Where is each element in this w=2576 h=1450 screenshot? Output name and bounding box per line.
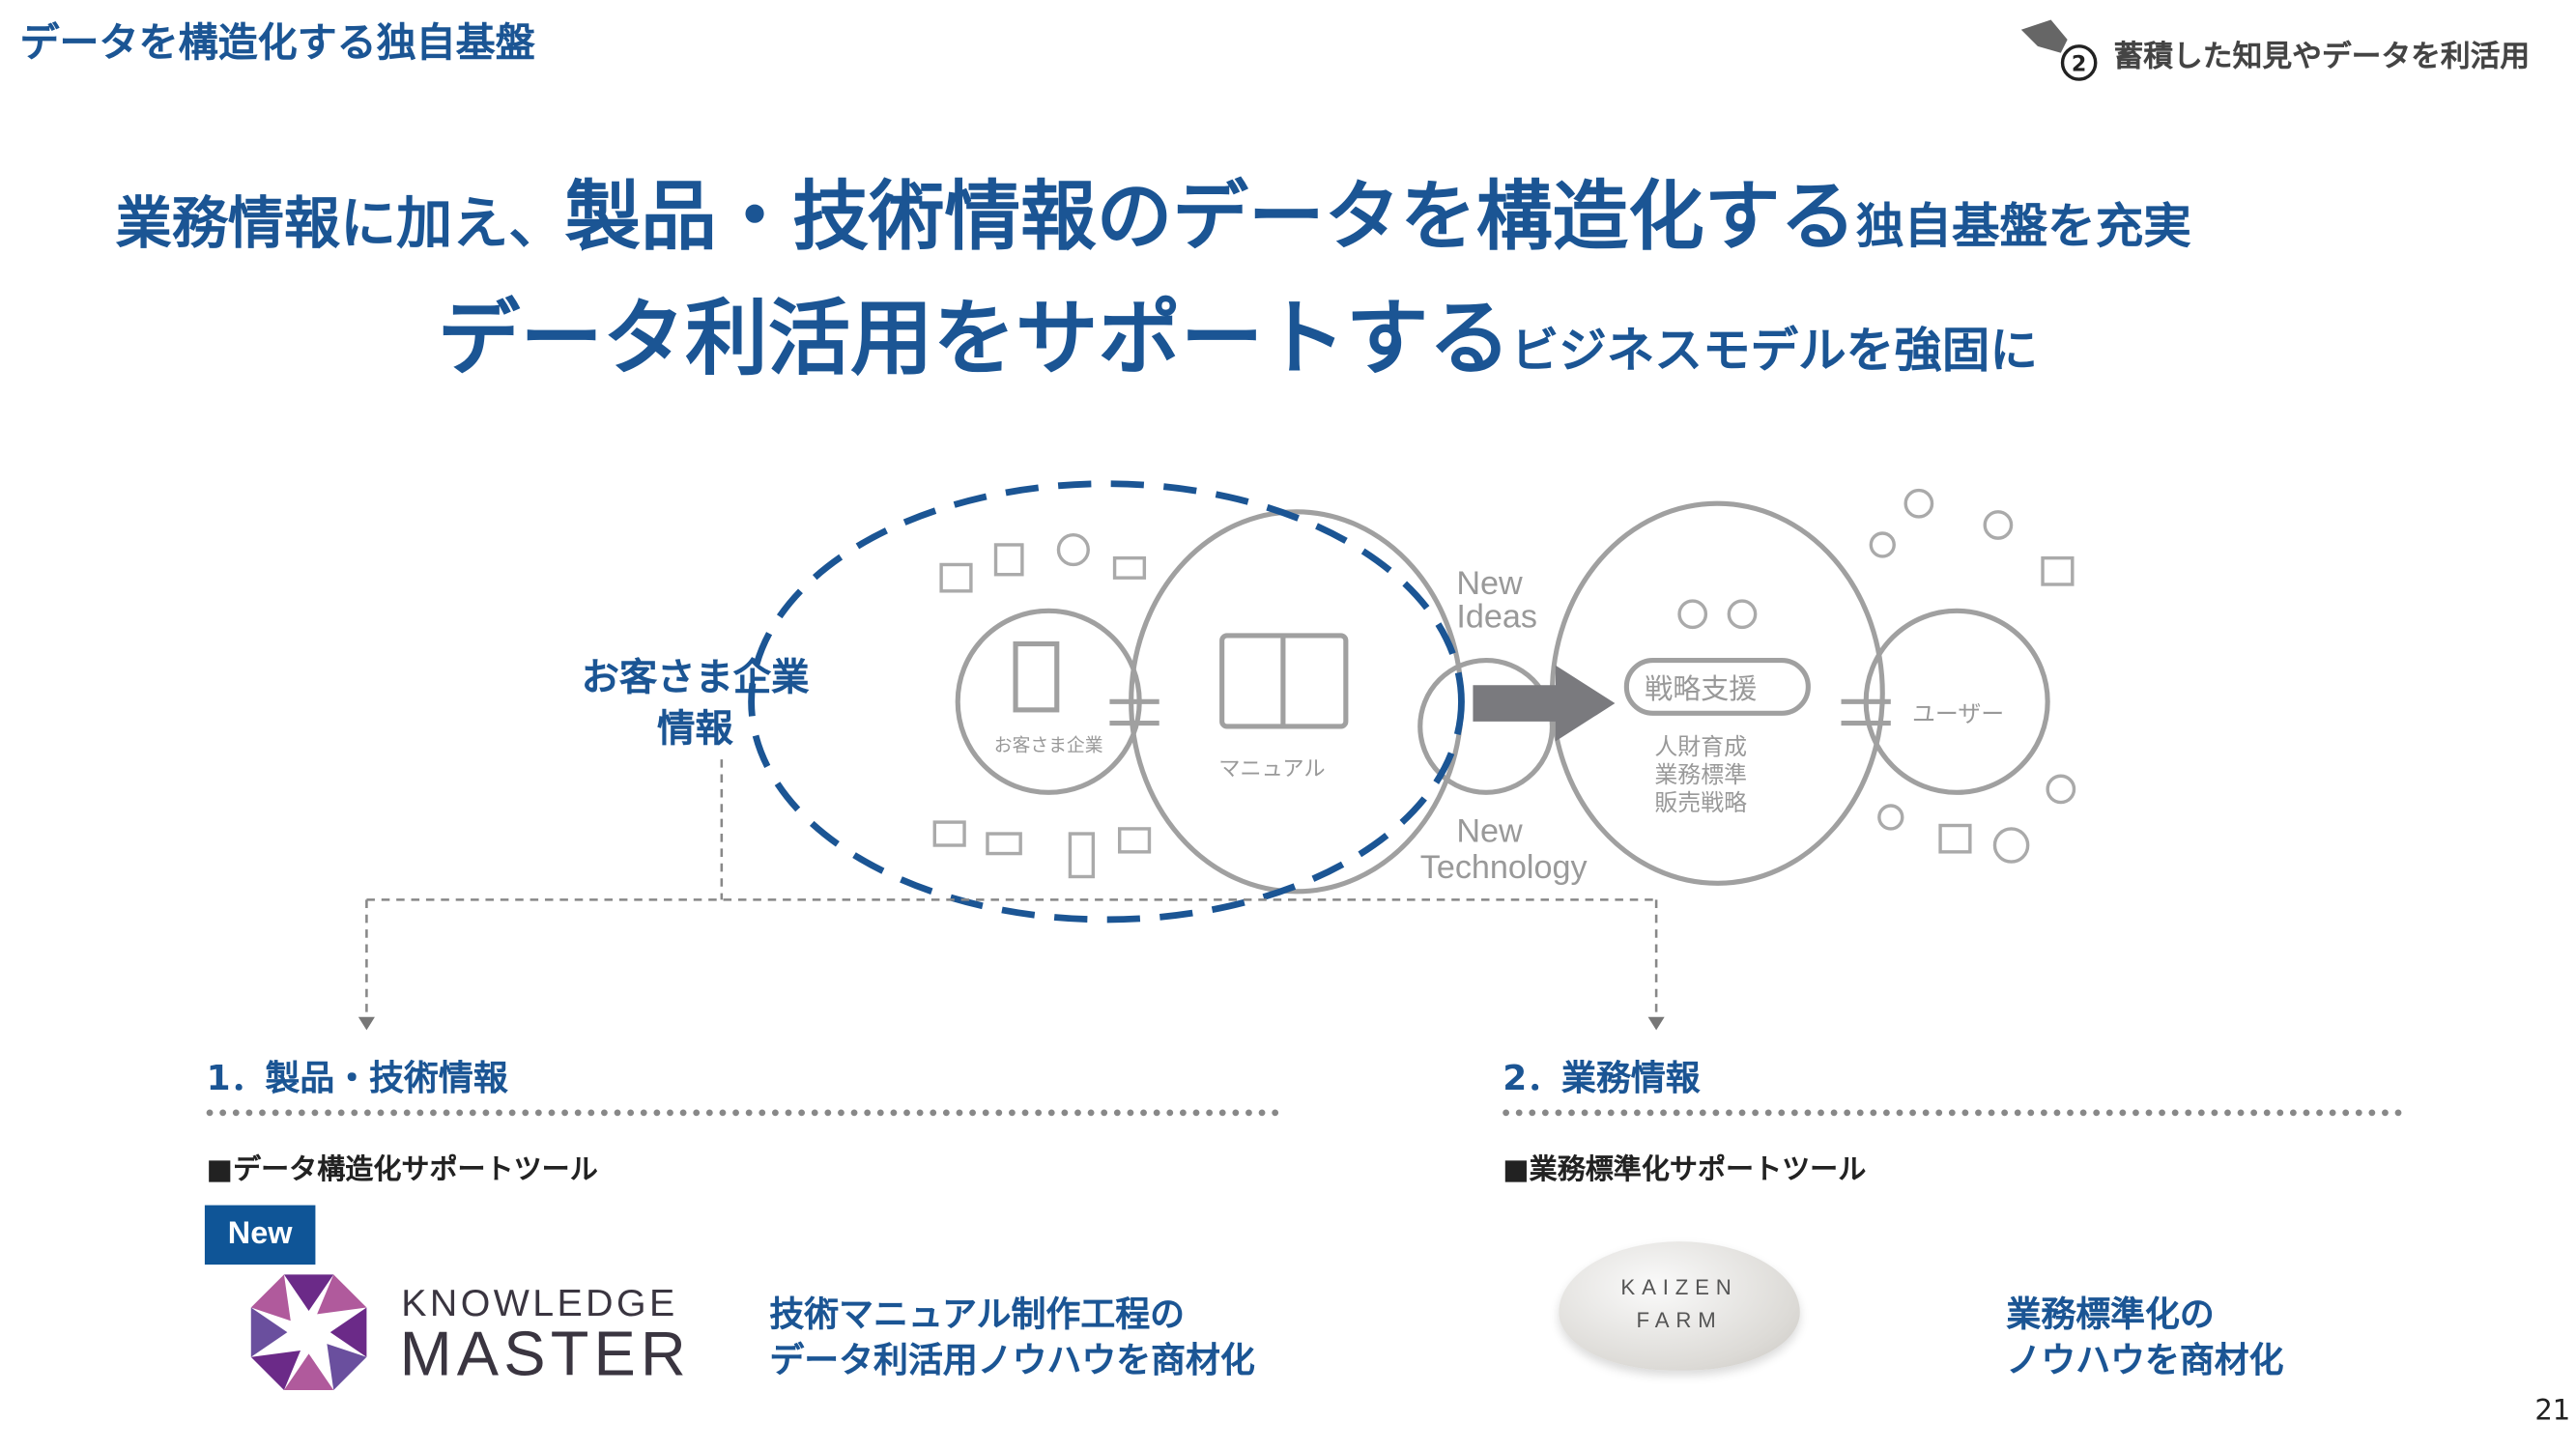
business-info-heading: 2．業務情報 <box>1503 1058 1701 1098</box>
page-number: 21 <box>2534 1395 2571 1429</box>
sketch-manual-label: マニュアル <box>1218 756 1325 781</box>
new-ideas-label: Ideas <box>1456 598 1537 635</box>
description-line: 技術マニュアル制作工程の <box>769 1294 1185 1334</box>
badge-number: 2 <box>2072 51 2086 76</box>
building-icon <box>1013 640 1060 713</box>
divider <box>206 1109 1280 1117</box>
strategy-item: 人財育成 <box>1654 734 1747 760</box>
logo-text: FARM <box>1636 1307 1723 1333</box>
strategy-item: 業務標準 <box>1654 762 1747 788</box>
strategy-label: 戦略支援 <box>1645 673 1757 705</box>
customer-label: お客さま企業 <box>581 657 810 700</box>
new-badge: New <box>204 1205 316 1265</box>
description-line: データ利活用ノウハウを商材化 <box>769 1340 1255 1380</box>
logo-text-knowledge: KNOWLEDGE <box>401 1281 678 1324</box>
badge-text: 蓄積した知見やデータを利活用 <box>2113 40 2531 74</box>
magnifier-hand-icon: 2 <box>2020 19 2098 81</box>
arrow-down-icon <box>358 1016 1665 1031</box>
divider <box>1503 1109 2403 1117</box>
description-line: 業務標準化の <box>2006 1294 2215 1334</box>
headline-emphasis: データ利活用をサポートする <box>437 290 1511 386</box>
connector-lines <box>365 759 1658 1021</box>
focus-ellipse <box>748 480 1465 924</box>
tool-label: ■業務標準化サポートツール <box>1503 1153 1867 1187</box>
customer-label: 情報 <box>657 708 733 752</box>
headline-part: 独自基盤を充実 <box>1855 198 2191 255</box>
headline-emphasis: 製品・技術情報のデータを構造化する <box>564 171 1856 262</box>
strategy-item: 販売戦略 <box>1654 790 1747 816</box>
product-tech-heading: 1．製品・技術情報 <box>206 1058 508 1098</box>
section-title: データを構造化する独自基盤 <box>19 19 535 67</box>
strategy-badge <box>1623 658 1811 716</box>
headline-part: ビジネスモデルを強固に <box>1510 322 2038 379</box>
headline-part: 業務情報に加え、 <box>115 191 565 258</box>
business-model-diagram: お客さま企業 マニュアル New Ideas New Technology 戦略… <box>358 480 2076 1031</box>
sketch-icons <box>932 488 2076 879</box>
description-line: ノウハウを商材化 <box>2006 1340 2284 1380</box>
headline-line1: 業務情報に加え、製品・技術情報のデータを構造化する独自基盤を充実 <box>116 156 2191 266</box>
logo-text-master: MASTER <box>399 1321 691 1390</box>
customer-info-label: お客さま企業 情報 <box>582 654 810 756</box>
headline-line2: データ利活用をサポートするビジネスモデルを強固に <box>438 272 2038 391</box>
right-description: 業務標準化の ノウハウを商材化 <box>2006 1291 2283 1383</box>
knowledge-master-logo-icon <box>250 1274 367 1390</box>
left-description: 技術マニュアル制作工程の データ利活用ノウハウを商材化 <box>769 1291 1254 1383</box>
arrow-icon <box>1473 665 1616 742</box>
logo-text: KAIZEN <box>1620 1274 1738 1299</box>
new-tech-label: New <box>1456 813 1523 850</box>
sketch-company-label: お客さま企業 <box>994 735 1103 755</box>
sketch-user-label: ユーザー <box>1912 701 2004 727</box>
tool-label: ■データ構造化サポートツール <box>206 1153 598 1187</box>
new-tech-label: Technology <box>1420 849 1589 886</box>
kaizen-farm-logo: KAIZEN FARM <box>1559 1241 1800 1371</box>
manual-circle <box>1129 509 1465 895</box>
new-ideas-label: New <box>1456 565 1523 602</box>
